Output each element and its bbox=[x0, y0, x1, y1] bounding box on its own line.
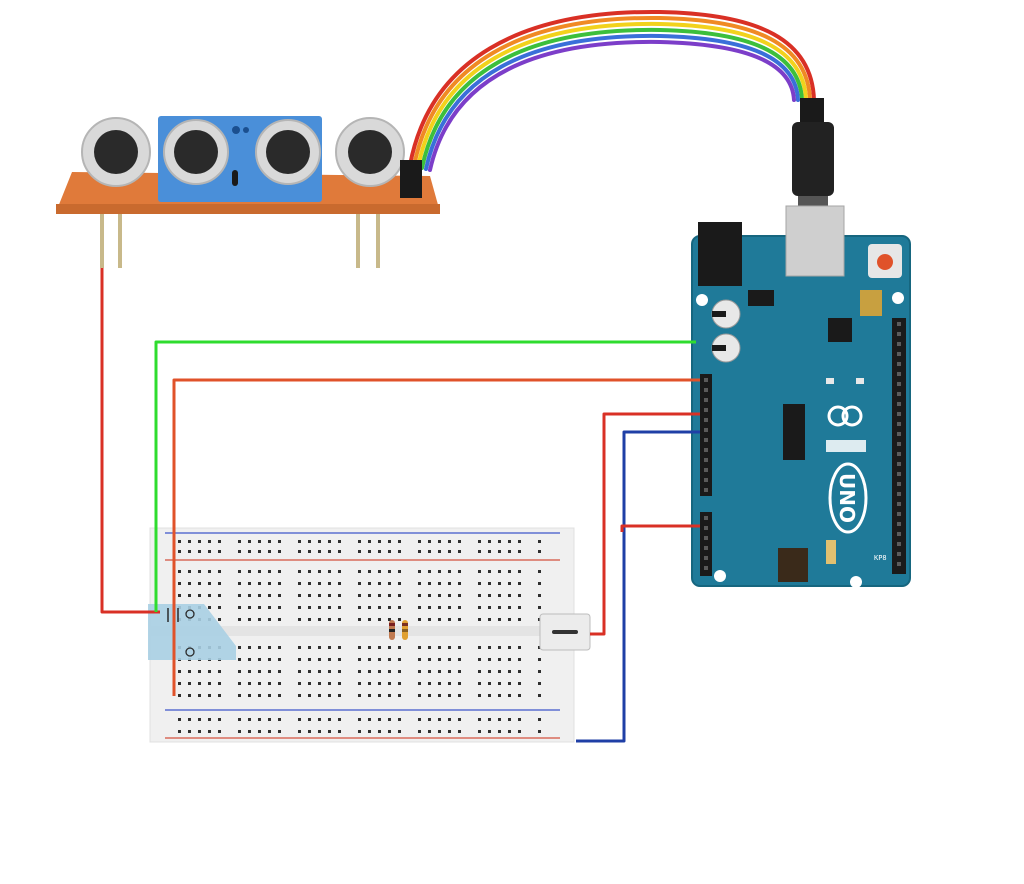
module-left bbox=[148, 604, 236, 660]
resistor-2 bbox=[402, 620, 408, 640]
transducer-4 bbox=[335, 117, 405, 187]
resistor-1 bbox=[389, 620, 395, 640]
usb-cable bbox=[408, 9, 816, 172]
transducer-3 bbox=[255, 119, 321, 185]
wire-red-power bbox=[620, 524, 700, 532]
arduino-board: UNO KP8 bbox=[691, 205, 911, 588]
buzzer-module bbox=[539, 613, 591, 651]
wires bbox=[100, 268, 700, 743]
breadboard-holes bbox=[178, 540, 541, 733]
ultrasonic-sensor bbox=[56, 116, 440, 268]
transducer-2 bbox=[163, 119, 229, 185]
breadboard bbox=[148, 527, 591, 743]
wire-blue bbox=[576, 430, 700, 743]
board-label: KP8 bbox=[874, 554, 887, 562]
wire-green bbox=[154, 340, 696, 612]
header-pins bbox=[704, 322, 901, 570]
uno-mark: UNO bbox=[828, 462, 868, 534]
usb-plug bbox=[792, 98, 834, 208]
arduino-logo-icon bbox=[827, 405, 863, 427]
wire-orange bbox=[172, 378, 700, 696]
transducer-1 bbox=[81, 117, 151, 187]
wire-red-buzzer bbox=[590, 412, 700, 636]
wire-red-sensor bbox=[100, 268, 160, 614]
uno-label: UNO bbox=[835, 473, 859, 523]
